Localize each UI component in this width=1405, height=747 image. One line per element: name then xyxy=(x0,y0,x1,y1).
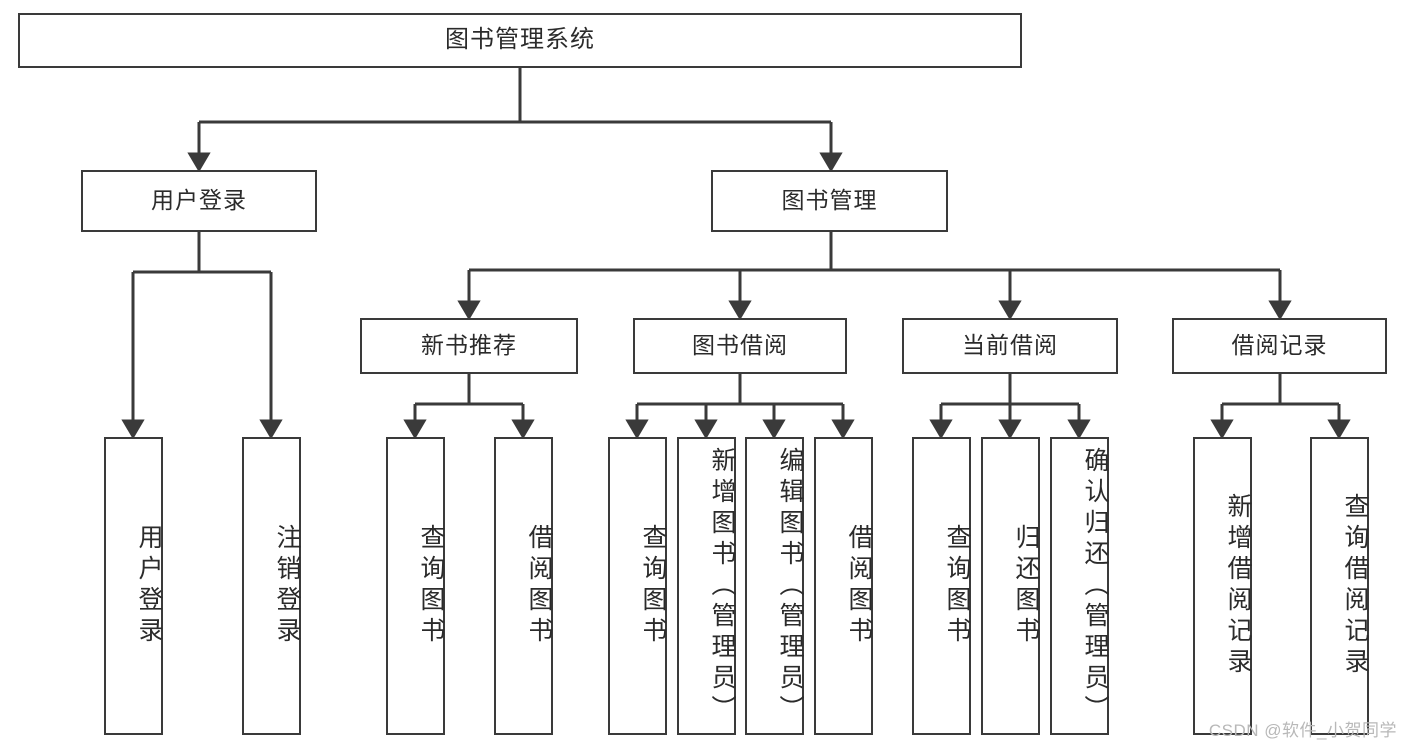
node-leaf-borrow-book-1-label: 借阅图书 xyxy=(525,524,553,648)
node-leaf-borrow-book-2[interactable]: 借阅图书 xyxy=(814,437,873,735)
node-leaf-return-book[interactable]: 归还图书 xyxy=(981,437,1040,735)
node-leaf-query-record[interactable]: 查询借阅记录 xyxy=(1310,437,1369,735)
node-leaf-add-book-label: 新增图书（管理员） xyxy=(708,446,736,726)
node-leaf-add-book[interactable]: 新增图书（管理员） xyxy=(677,437,736,735)
node-leaf-query-book-3[interactable]: 查询图书 xyxy=(912,437,971,735)
node-book-borrow[interactable]: 图书借阅 xyxy=(633,318,847,374)
node-leaf-add-record[interactable]: 新增借阅记录 xyxy=(1193,437,1252,735)
node-leaf-logout-login-label: 注销登录 xyxy=(273,524,301,648)
node-book-borrow-label: 图书借阅 xyxy=(692,332,788,359)
node-leaf-return-book-label: 归还图书 xyxy=(1012,524,1040,648)
node-borrow-record-label: 借阅记录 xyxy=(1231,332,1328,359)
node-leaf-borrow-book-2-label: 借阅图书 xyxy=(845,524,873,648)
node-leaf-query-book-1-label: 查询图书 xyxy=(417,524,445,648)
node-current-borrow-label: 当前借阅 xyxy=(962,332,1058,359)
node-leaf-query-book-2[interactable]: 查询图书 xyxy=(608,437,667,735)
node-book-management[interactable]: 图书管理 xyxy=(711,170,948,232)
node-borrow-record[interactable]: 借阅记录 xyxy=(1172,318,1387,374)
node-leaf-edit-book[interactable]: 编辑图书（管理员） xyxy=(745,437,804,735)
node-leaf-add-record-label: 新增借阅记录 xyxy=(1224,493,1252,679)
node-book-management-label: 图书管理 xyxy=(781,187,878,214)
node-root[interactable]: 图书管理系统 xyxy=(18,13,1022,68)
node-leaf-logout-login[interactable]: 注销登录 xyxy=(242,437,301,735)
node-user-login[interactable]: 用户登录 xyxy=(81,170,317,232)
watermark: CSDN @软件_小贺同学 xyxy=(1208,721,1397,740)
node-leaf-edit-book-label: 编辑图书（管理员） xyxy=(776,446,804,726)
node-new-book-recommend[interactable]: 新书推荐 xyxy=(360,318,578,374)
node-leaf-confirm-return-label: 确认归还（管理员） xyxy=(1081,446,1109,726)
node-current-borrow[interactable]: 当前借阅 xyxy=(902,318,1118,374)
node-leaf-query-book-3-label: 查询图书 xyxy=(943,524,971,648)
node-leaf-query-book-2-label: 查询图书 xyxy=(639,524,667,648)
node-leaf-query-book-1[interactable]: 查询图书 xyxy=(386,437,445,735)
node-leaf-user-login-label: 用户登录 xyxy=(135,524,163,648)
node-leaf-query-record-label: 查询借阅记录 xyxy=(1341,493,1369,679)
node-new-book-recommend-label: 新书推荐 xyxy=(421,332,517,359)
node-root-label: 图书管理系统 xyxy=(445,26,595,54)
node-leaf-confirm-return[interactable]: 确认归还（管理员） xyxy=(1050,437,1109,735)
node-user-login-label: 用户登录 xyxy=(151,187,247,214)
node-leaf-user-login[interactable]: 用户登录 xyxy=(104,437,163,735)
node-leaf-borrow-book-1[interactable]: 借阅图书 xyxy=(494,437,553,735)
